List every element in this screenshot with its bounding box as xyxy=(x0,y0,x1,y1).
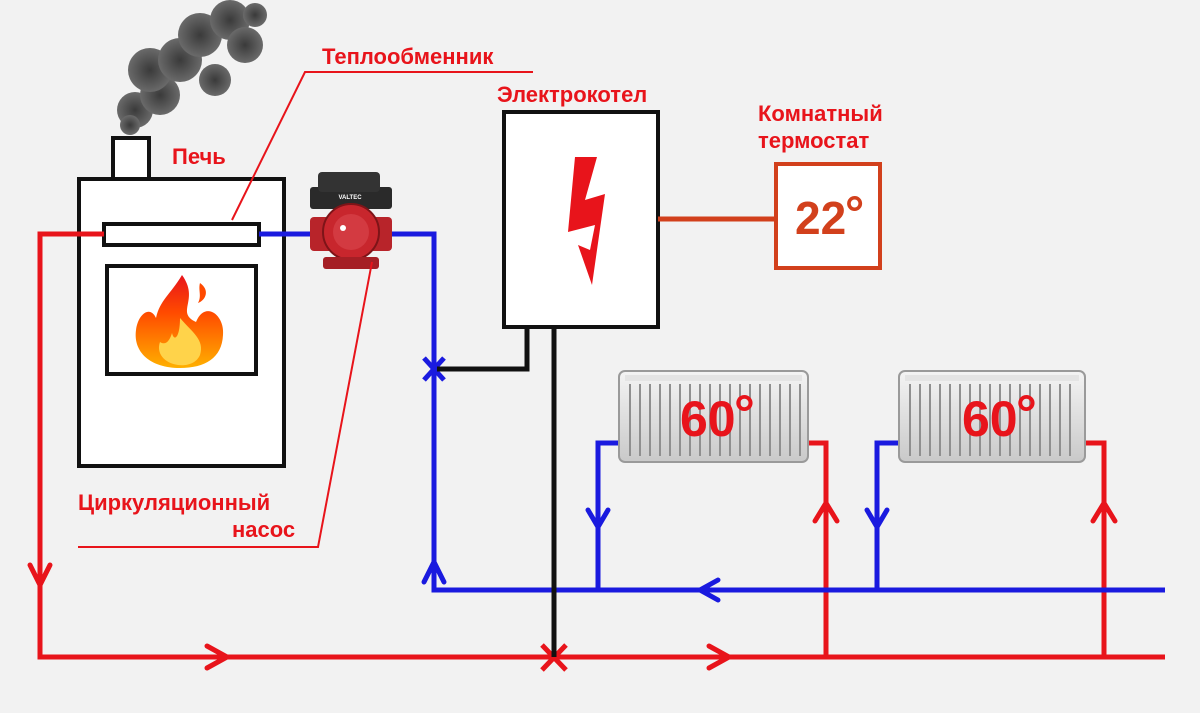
label-pump-line2: насос xyxy=(232,517,295,542)
supply-cross xyxy=(540,643,568,672)
return-pipe xyxy=(259,231,1165,593)
label-electric-boiler: Электрокотел xyxy=(497,82,647,107)
supply-arrows xyxy=(27,498,1118,671)
label-stove: Печь xyxy=(172,144,226,169)
thermostat-unit: ° xyxy=(845,188,864,241)
label-heat-exchanger: Теплообменник xyxy=(322,44,494,69)
label-pump-line1: Циркуляционный xyxy=(78,490,270,515)
thermostat-value: 22 xyxy=(795,192,846,244)
flame-icon xyxy=(135,275,224,368)
room-thermostat xyxy=(774,162,882,270)
stove-chimney xyxy=(111,136,151,181)
lightning-icon xyxy=(568,157,605,285)
radiator-2-value: 60 xyxy=(962,391,1018,447)
label-thermostat-line2: термостат xyxy=(758,128,870,153)
heat-exchanger xyxy=(102,222,261,247)
radiator-2 xyxy=(898,370,1086,463)
supply-pipe xyxy=(37,231,1165,660)
pump-brand: VALTEC xyxy=(338,195,362,201)
radiator-1-value: 60 xyxy=(680,391,736,447)
radiator-1 xyxy=(618,370,809,463)
boiler-pipe xyxy=(437,327,557,657)
leader-lines xyxy=(78,71,533,548)
radiator-1-unit: ° xyxy=(734,385,755,443)
smoke-icon xyxy=(117,0,267,135)
return-arrows xyxy=(421,507,890,603)
return-cross xyxy=(422,356,446,382)
label-thermostat-line1: Комнатный xyxy=(758,101,883,126)
radiator-2-unit: ° xyxy=(1016,385,1037,443)
pump-icon xyxy=(310,172,392,269)
